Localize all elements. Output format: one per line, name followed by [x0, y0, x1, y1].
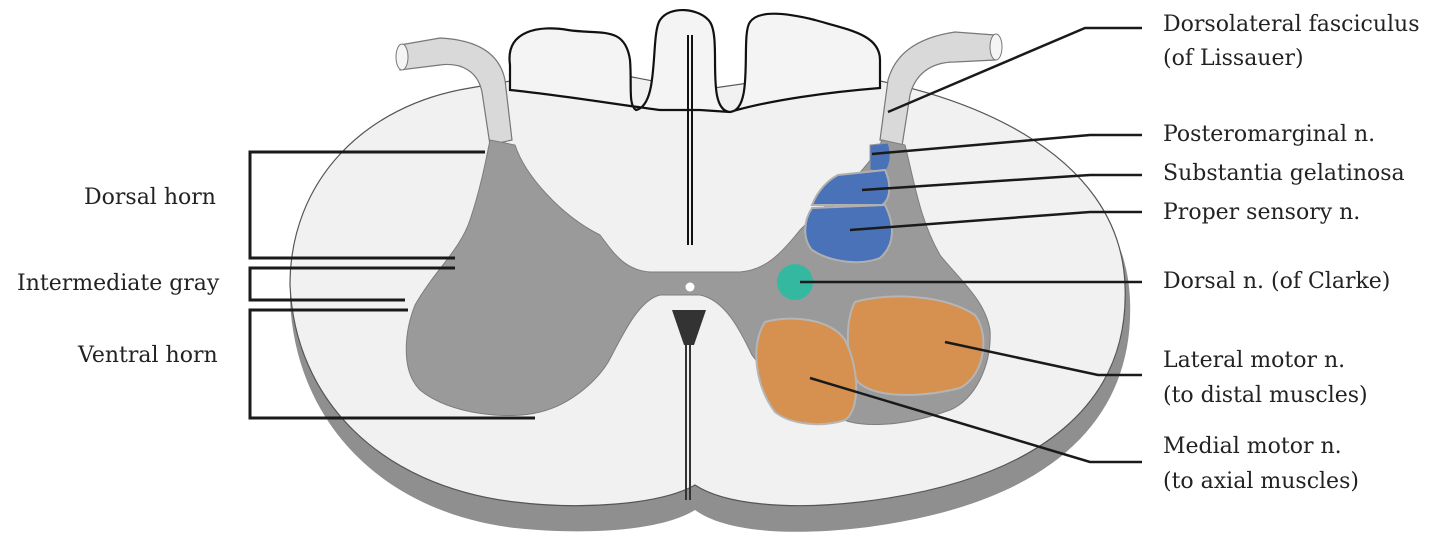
- label-proper-sensory: Proper sensory n.: [1163, 198, 1360, 228]
- label-dorsal-clarke: Dorsal n. (of Clarke): [1163, 267, 1390, 297]
- posteromarginal-nucleus: [870, 143, 890, 172]
- label-medial-motor-sub: (to axial muscles): [1163, 467, 1359, 497]
- left-dorsal-root-end: [396, 44, 408, 70]
- label-dorsolateral-fasciculus: Dorsolateral fasciculus: [1163, 10, 1420, 40]
- central-canal: [686, 283, 695, 292]
- label-lateral-motor: Lateral motor n.: [1163, 346, 1345, 376]
- label-dorsal-horn: Dorsal horn: [84, 183, 216, 213]
- label-ventral-horn: Ventral horn: [78, 341, 218, 371]
- label-lateral-motor-sub: (to distal muscles): [1163, 381, 1368, 411]
- proper-sensory-nucleus: [805, 205, 892, 262]
- medial-motor-nucleus: [756, 319, 856, 425]
- right-dorsal-root-end: [990, 34, 1002, 60]
- label-intermediate-gray: Intermediate gray: [17, 269, 219, 299]
- label-substantia-gelatinosa: Substantia gelatinosa: [1163, 159, 1405, 189]
- label-dorsolateral-fasciculus-sub: (of Lissauer): [1163, 44, 1304, 74]
- label-posteromarginal: Posteromarginal n.: [1163, 120, 1375, 150]
- label-medial-motor: Medial motor n.: [1163, 432, 1342, 462]
